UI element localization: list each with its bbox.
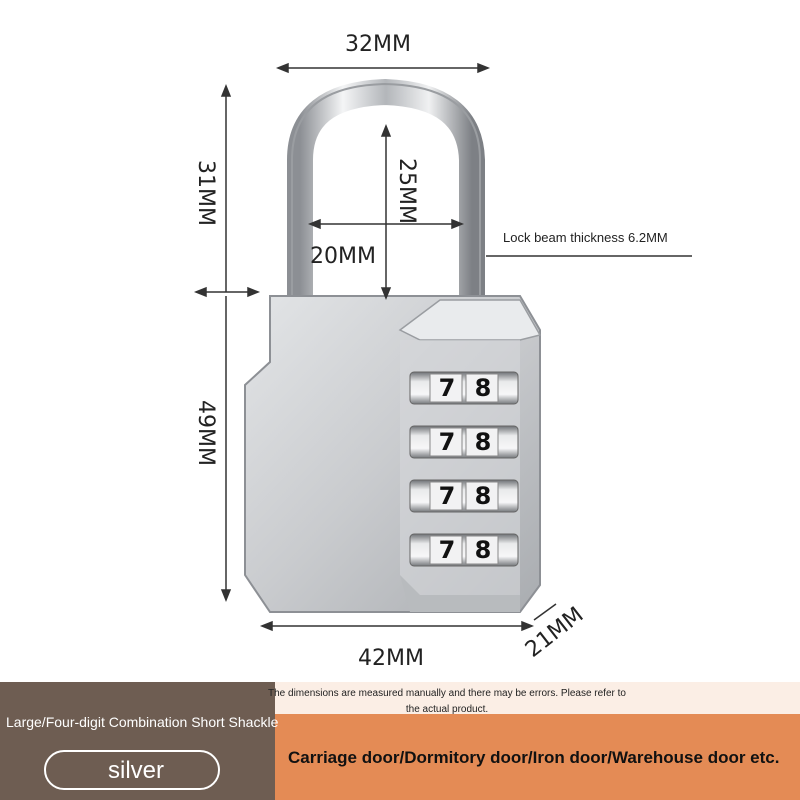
dial-1-digit-1: 7 xyxy=(438,374,456,402)
dial-2-digit-2: 8 xyxy=(474,428,492,456)
dim-shackle-inner-width: 20MM xyxy=(310,244,376,269)
dial-3-digit-2: 8 xyxy=(474,482,492,510)
use-cases-text: Carriage door/Dormitory door/Iron door/W… xyxy=(288,748,780,767)
dimension-lines xyxy=(193,62,692,632)
dial-4-digit-1: 7 xyxy=(438,536,456,564)
banner-left-panel xyxy=(0,682,275,800)
dim-shackle-width: 32MM xyxy=(345,32,411,57)
dial-row-4 xyxy=(409,533,519,567)
dial-4-digit-2: 8 xyxy=(474,536,492,564)
shackle xyxy=(287,78,485,300)
beam-thickness-note: Lock beam thickness 6.2MM xyxy=(503,230,668,245)
dim-shackle-height: 31MM xyxy=(192,160,218,226)
color-option-label: silver xyxy=(107,757,164,784)
dial-3-digit-1: 7 xyxy=(438,482,456,510)
dim-shackle-inner-height: 25MM xyxy=(393,158,419,224)
dim-body-height: 49MM xyxy=(192,400,218,466)
padlock-illustration xyxy=(193,62,692,632)
disclaimer-text: The dimensions are measured manually and… xyxy=(268,688,626,715)
disclaimer-strip xyxy=(275,682,800,714)
dial-row-1 xyxy=(409,371,519,405)
dial-row-2 xyxy=(409,425,519,459)
color-option-button[interactable] xyxy=(44,750,220,790)
product-caption: Large/Four-digit Combination Short Shack… xyxy=(6,714,279,730)
dial-2-digit-1: 7 xyxy=(438,428,456,456)
dial-row-3 xyxy=(409,479,519,513)
dim-body-width: 42MM xyxy=(358,646,424,671)
dial-1-digit-2: 8 xyxy=(474,374,492,402)
